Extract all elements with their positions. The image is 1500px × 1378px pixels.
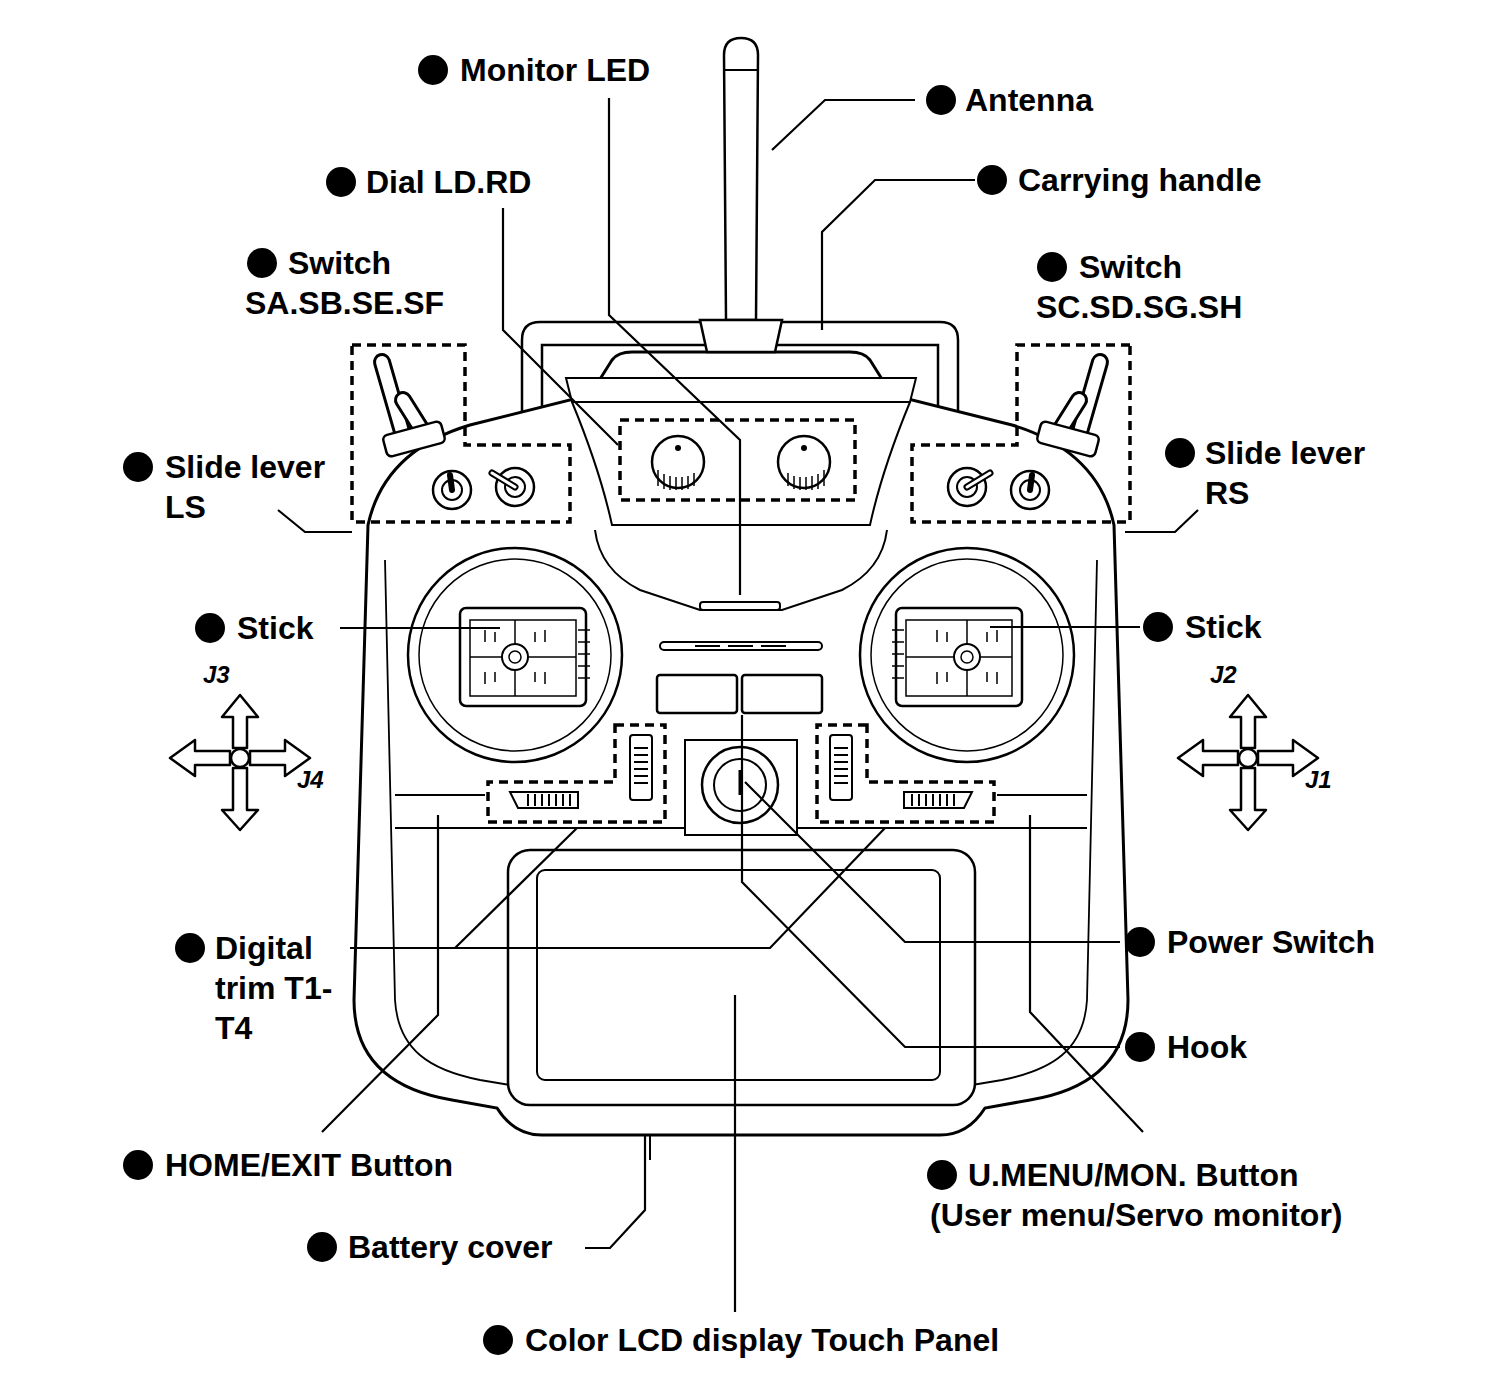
part-label: U.MENU/MON. Button (User menu/Servo moni… [930,1155,1366,1235]
part-label: Slide lever RS [1205,433,1390,513]
part-label: Switch SC.SD.SG.SH [1036,247,1271,327]
part-label: Switch SA.SB.SE.SF [245,243,475,323]
axis-label: J1 [1305,765,1332,795]
part-label: Monitor LED [460,50,650,90]
part-label: HOME/EXIT Button [165,1145,453,1185]
part-label: Digital trim T1-T4 [215,928,340,1048]
part-label: Hook [1167,1027,1247,1067]
part-label: Color LCD display Touch Panel [525,1320,999,1360]
leader-lines [278,98,1198,1312]
axis-label: J4 [297,765,324,795]
part-label: Slide lever LS [165,447,350,527]
part-label: Dial LD.RD [366,162,531,202]
part-label: Stick [237,608,313,648]
axis-label: J3 [203,660,230,690]
axis-label: J2 [1210,660,1237,690]
part-label: Antenna [965,80,1093,120]
part-label: Carrying handle [1018,160,1262,200]
part-label: Power Switch [1167,922,1375,962]
part-label: Battery cover [348,1227,553,1267]
part-label: Stick [1185,607,1261,647]
